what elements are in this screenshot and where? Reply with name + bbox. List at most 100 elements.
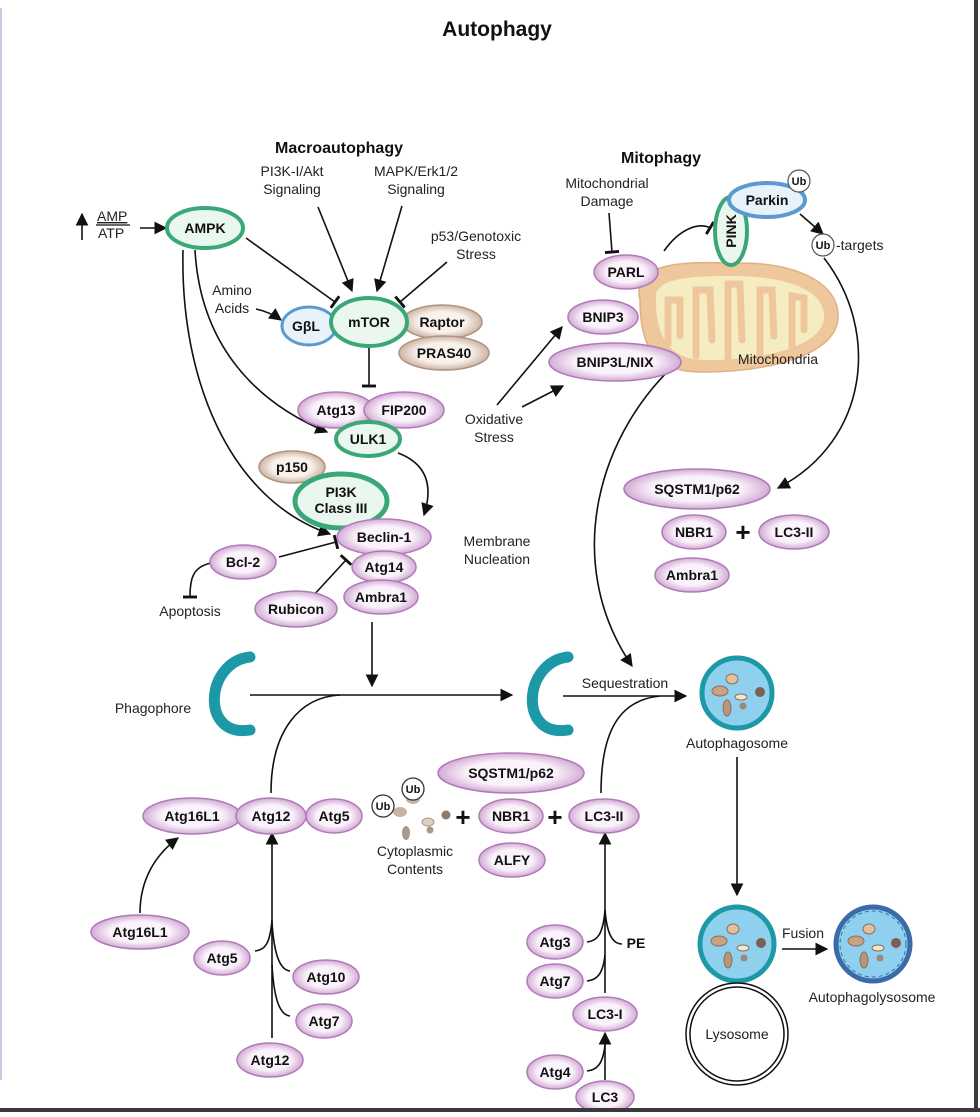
p53-label-1: p53/Genotoxic <box>431 228 521 244</box>
node-mtor[interactable]: mTOR <box>329 296 409 348</box>
gbl-label: GβL <box>292 318 320 334</box>
ub-label-cargo-2: Ub <box>406 784 421 796</box>
autophagosome[interactable] <box>699 655 775 731</box>
node-atg7-left[interactable]: Atg7 <box>295 1003 353 1039</box>
node-nbr1-cargo[interactable]: NBR1 <box>478 798 544 834</box>
node-p150[interactable]: p150 <box>258 450 326 484</box>
edge-ulk1-beclin1 <box>397 452 434 517</box>
atg5-complex-label: Atg5 <box>318 808 349 824</box>
fusing-autophagosome[interactable] <box>697 904 777 984</box>
node-bnip3l[interactable]: BNIP3L/NIX <box>548 342 682 382</box>
edge-p53-inhibits-mtor <box>394 261 448 309</box>
atg12-complex-label: Atg12 <box>252 808 291 824</box>
p150-label: p150 <box>276 459 308 475</box>
node-atg3[interactable]: Atg3 <box>526 924 584 960</box>
node-atg12[interactable]: Atg12 <box>236 1042 304 1078</box>
pi3k-akt-label-2: Signaling <box>263 181 321 197</box>
sqstm1-mito-label: SQSTM1/p62 <box>654 481 740 497</box>
edge-lc3ii-to-sequestration <box>600 695 661 794</box>
node-ampk[interactable]: AMPK <box>165 206 245 250</box>
node-alfy[interactable]: ALFY <box>478 842 546 878</box>
node-pras40[interactable]: PRAS40 <box>398 335 490 371</box>
plus-icon: + <box>735 517 750 547</box>
atp-label: ATP <box>98 225 124 241</box>
phagophore-label: Phagophore <box>115 700 192 716</box>
mtor-label: mTOR <box>348 314 390 330</box>
node-lc3[interactable]: LC3 <box>575 1080 635 1114</box>
pi3k-akt-label-1: PI3K-I/Akt <box>260 163 323 179</box>
edge-ampk-inhibits-mtor <box>245 237 341 309</box>
atg7-left-label: Atg7 <box>308 1013 339 1029</box>
node-lc3ii-mito[interactable]: LC3-II <box>758 514 830 550</box>
node-atg4[interactable]: Atg4 <box>526 1054 584 1090</box>
node-parkin[interactable]: Parkin <box>727 181 807 219</box>
ulk1-label: ULK1 <box>350 431 387 447</box>
node-atg16l1[interactable]: Atg16L1 <box>90 914 190 950</box>
node-atg5[interactable]: Atg5 <box>193 940 251 976</box>
edge-atg12complex-to-membrane <box>270 694 341 794</box>
edge-mitophagy-to-sequestration <box>593 359 681 668</box>
mito-damage-label-1: Mitochondrial <box>565 175 648 191</box>
atg3-label: Atg3 <box>539 934 570 950</box>
atg5-label: Atg5 <box>206 950 237 966</box>
parl-label: PARL <box>607 264 645 280</box>
cytoplasmic-contents: Ub Ub <box>371 777 451 840</box>
node-bnip3[interactable]: BNIP3 <box>567 299 639 335</box>
bottom-border <box>0 1108 980 1112</box>
pras40-label: PRAS40 <box>417 345 472 361</box>
edge-parl-inhibits-pink <box>663 221 715 252</box>
node-gbl[interactable]: GβL <box>280 305 338 347</box>
node-atg12-complex[interactable]: Atg12 <box>235 797 307 835</box>
node-ulk1[interactable]: ULK1 <box>334 420 402 458</box>
edge-bcl2-inhibits-beclin1 <box>278 534 340 558</box>
ambra1-label: Ambra1 <box>355 589 407 605</box>
node-atg16l1-complex[interactable]: Atg16L1 <box>142 797 242 835</box>
amino-acids-label-2: Acids <box>215 300 249 316</box>
right-border <box>974 0 978 1112</box>
node-pi3k-class3[interactable]: PI3K Class III <box>292 471 390 531</box>
node-rubicon[interactable]: Rubicon <box>254 590 338 628</box>
node-atg5-complex[interactable]: Atg5 <box>305 798 363 834</box>
node-bcl2[interactable]: Bcl-2 <box>209 544 277 580</box>
node-atg13[interactable]: Atg13 <box>297 391 375 429</box>
node-ambra1-mito[interactable]: Ambra1 <box>654 557 730 593</box>
lysosome[interactable] <box>685 982 789 1086</box>
node-nbr1-mito[interactable]: NBR1 <box>661 514 727 550</box>
membrane-nucleation-label-1: Membrane <box>464 533 531 549</box>
raptor-label: Raptor <box>419 314 465 330</box>
atg4-label: Atg4 <box>539 1064 570 1080</box>
node-fip200[interactable]: FIP200 <box>363 391 445 429</box>
mapk-label-2: Signaling <box>387 181 445 197</box>
node-parl[interactable]: PARL <box>593 254 659 290</box>
edge-ampk-beclin1 <box>182 249 332 537</box>
edge-atg10-join <box>271 921 291 972</box>
edges <box>75 205 860 1080</box>
ub-tag-parkin: Ub <box>787 169 811 193</box>
section-macroautophagy: Macroautophagy <box>275 140 403 157</box>
sqstm1-cargo-label: SQSTM1/p62 <box>468 765 554 781</box>
node-sqstm1-cargo[interactable]: SQSTM1/p62 <box>437 752 585 794</box>
node-beclin1[interactable]: Beclin-1 <box>336 518 432 556</box>
ub-targets: Ub -targets <box>811 233 883 257</box>
edge-ampk-ulk1 <box>194 249 329 434</box>
edge-parkin-ubtargets <box>799 213 824 235</box>
node-ambra1[interactable]: Ambra1 <box>343 579 419 615</box>
pe-label: PE <box>627 935 646 951</box>
node-sqstm1-mito[interactable]: SQSTM1/p62 <box>623 468 771 510</box>
cytoplasmic-contents-label-1: Cytoplasmic <box>377 843 453 859</box>
node-atg10[interactable]: Atg10 <box>292 959 360 995</box>
beclin1-label: Beclin-1 <box>357 529 412 545</box>
section-mitophagy: Mitophagy <box>621 150 701 167</box>
atg7-right-label: Atg7 <box>539 973 570 989</box>
node-raptor[interactable]: Raptor <box>401 304 483 340</box>
edge-aminoacids-gbl <box>255 308 283 321</box>
node-atg14[interactable]: Atg14 <box>351 550 417 584</box>
autophagolysosome[interactable] <box>833 904 913 984</box>
autophagolysosome-label: Autophagolysosome <box>809 989 936 1005</box>
node-lc3ii-cargo[interactable]: LC3-II <box>568 798 640 834</box>
node-lc3i[interactable]: LC3-I <box>572 996 638 1032</box>
edge-oxidative-bnip3 <box>496 326 563 406</box>
edge-rubicon-inhibits-beclin1 <box>311 554 353 598</box>
ub-label-cargo-1: Ub <box>376 801 391 813</box>
node-atg7-right[interactable]: Atg7 <box>526 963 584 999</box>
